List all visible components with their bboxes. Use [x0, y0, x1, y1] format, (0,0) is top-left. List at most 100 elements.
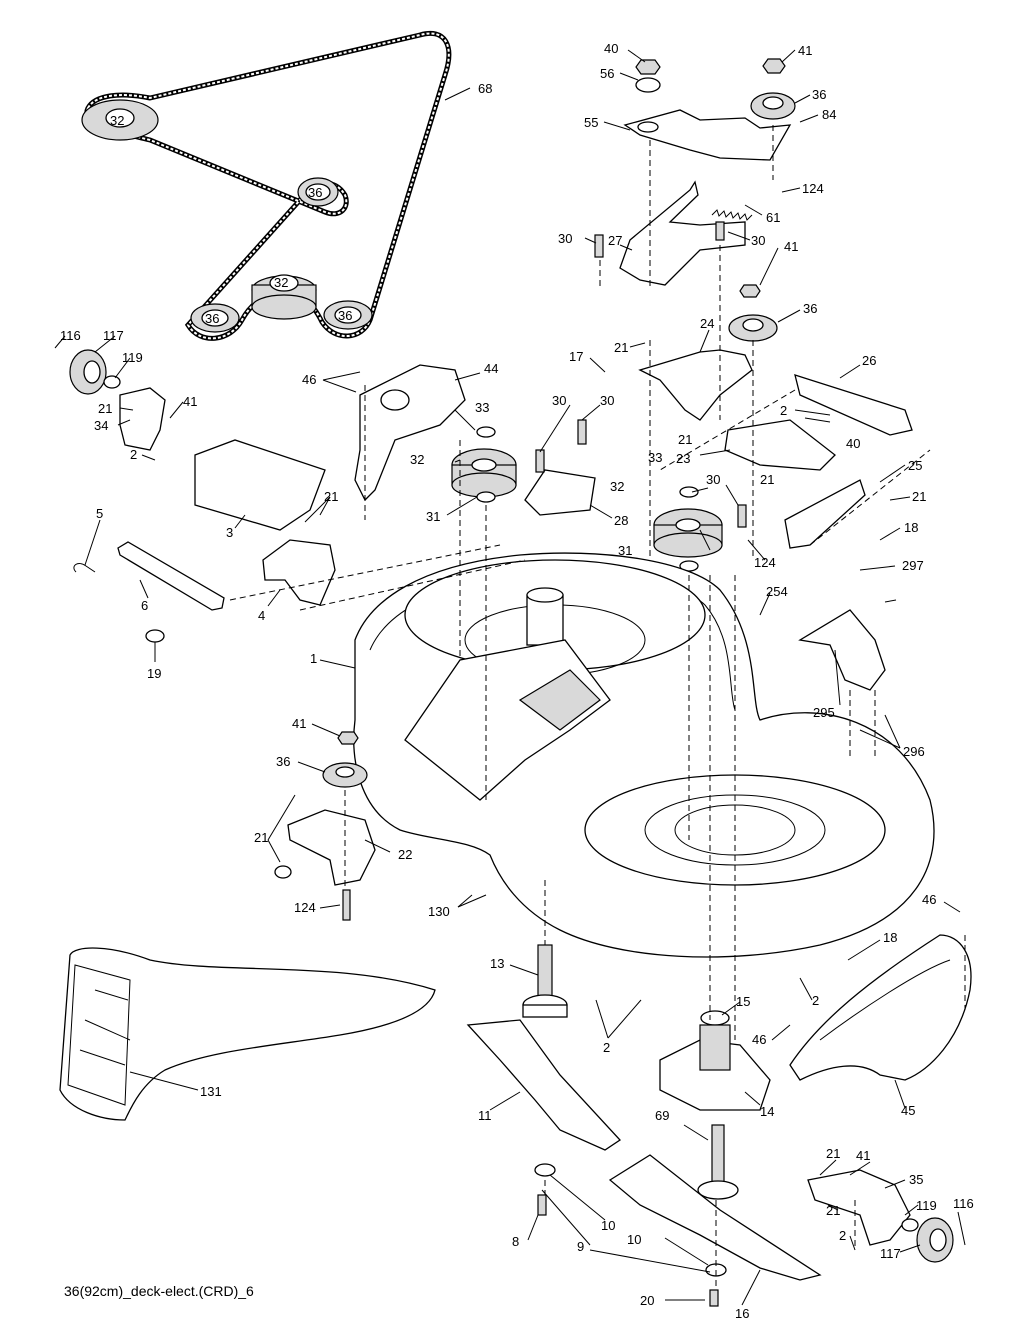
blade-16 — [608, 1154, 822, 1281]
bolt-19 — [145, 629, 165, 643]
callout-c15: 15 — [736, 994, 750, 1009]
callout-c18a: 18 — [904, 520, 918, 535]
callout-c69: 69 — [655, 1108, 669, 1123]
spindle-shaft-69 — [711, 1124, 725, 1186]
belt-guide-44 — [354, 364, 466, 502]
callout-c116a: 116 — [60, 328, 81, 343]
callout-c16: 16 — [735, 1306, 749, 1321]
nut-41-top — [762, 58, 786, 74]
callout-c4: 4 — [258, 608, 265, 623]
callout-c2c: 2 — [812, 993, 819, 1008]
lower-right-wheel — [807, 1169, 954, 1263]
callout-c17: 17 — [569, 349, 583, 364]
callout-c8: 8 — [512, 1234, 519, 1249]
nut-41-mid — [739, 284, 761, 298]
callout-c2d: 2 — [603, 1040, 610, 1055]
callout-c26: 26 — [862, 353, 876, 368]
callout-c31b: 31 — [618, 543, 632, 558]
callout-c61: 61 — [766, 210, 780, 225]
bolt-30-left — [594, 234, 604, 258]
callout-c27: 27 — [608, 233, 622, 248]
callout-c46a: 46 — [302, 372, 316, 387]
callout-c55: 55 — [584, 115, 598, 130]
washer-119-right — [901, 1218, 919, 1232]
callout-c32d: 32 — [610, 479, 624, 494]
callout-c41c: 41 — [183, 394, 197, 409]
callout-c21f: 21 — [324, 489, 338, 504]
bolt-8 — [537, 1194, 547, 1216]
callout-c36c: 36 — [338, 308, 352, 323]
callout-c5: 5 — [96, 506, 103, 521]
callout-c30b: 30 — [751, 233, 765, 248]
callout-c41a: 41 — [798, 43, 812, 58]
callout-c124a: 124 — [802, 181, 824, 196]
hairpin-clip-5 — [73, 563, 96, 573]
bracket-26 — [794, 374, 913, 436]
callout-c1: 1 — [310, 651, 317, 666]
callout-c35: 35 — [909, 1172, 923, 1187]
callout-c22: 22 — [398, 847, 412, 862]
leader-lines — [54, 49, 966, 1306]
callout-c30d: 30 — [600, 393, 614, 408]
diagram-caption: 36(92cm)_deck-elect.(CRD)_6 — [64, 1283, 254, 1299]
callout-c9: 9 — [577, 1239, 584, 1254]
bracket-28 — [524, 469, 596, 516]
callout-c124b: 124 — [754, 555, 776, 570]
callout-c31a: 31 — [426, 509, 440, 524]
callout-c33a: 33 — [475, 400, 489, 415]
callout-c10b: 10 — [627, 1232, 641, 1247]
callout-c36b: 36 — [205, 311, 219, 326]
link-rod-6 — [117, 541, 225, 611]
washer-31-left — [476, 491, 496, 503]
callout-c40a: 40 — [604, 41, 618, 56]
lower-left-idler — [274, 731, 376, 921]
callout-c21e: 21 — [912, 489, 926, 504]
spring-61 — [711, 209, 753, 221]
washer-10-left — [534, 1163, 556, 1177]
washer-119-left — [103, 375, 121, 389]
callout-c36d: 36 — [812, 87, 826, 102]
nut-40 — [635, 59, 661, 75]
side-shield-45 — [789, 934, 972, 1081]
callout-c30a: 30 — [558, 231, 572, 246]
wheel-bracket-35 — [807, 1169, 911, 1246]
callout-c2a: 2 — [130, 447, 137, 462]
callout-c36f: 36 — [276, 754, 290, 769]
callout-c41d: 41 — [292, 716, 306, 731]
callout-c84: 84 — [822, 107, 836, 122]
callout-c24: 24 — [700, 316, 714, 331]
callout-c297: 297 — [902, 558, 924, 573]
callout-c19: 19 — [147, 666, 161, 681]
upper-idler-assembly — [594, 58, 913, 549]
bolt-30-right-center — [737, 504, 747, 528]
plate-23 — [724, 419, 836, 471]
callout-c296: 296 — [903, 744, 925, 759]
callout-c2b: 2 — [780, 403, 787, 418]
nut-21-lower — [274, 865, 292, 879]
callout-c30c: 30 — [552, 393, 566, 408]
assembly-lines — [229, 125, 966, 1290]
callout-c3: 3 — [226, 525, 233, 540]
callout-c41b: 41 — [784, 239, 798, 254]
callout-c40b: 40 — [846, 436, 860, 451]
belt-assembly — [81, 31, 452, 341]
callout-c124c: 124 — [294, 900, 316, 915]
callout-c295: 295 — [813, 705, 835, 720]
bolt-124-lower — [342, 889, 351, 921]
callout-c46b: 46 — [922, 892, 936, 907]
callout-c45: 45 — [901, 1103, 915, 1118]
guard-3 — [194, 439, 326, 531]
callout-c119a: 119 — [122, 350, 143, 365]
washer-56 — [635, 77, 661, 93]
callout-c56: 56 — [600, 66, 614, 81]
callout-c23: 23 — [676, 451, 690, 466]
wheel-bracket-34 — [119, 387, 166, 451]
callout-c25: 25 — [908, 458, 922, 473]
bolt-30-right — [715, 221, 725, 241]
callout-c117b: 117 — [880, 1246, 901, 1261]
callout-c21h: 21 — [826, 1146, 840, 1161]
callout-c131: 131 — [200, 1084, 222, 1099]
callout-c21a: 21 — [98, 401, 112, 416]
callout-c21g: 21 — [254, 830, 268, 845]
